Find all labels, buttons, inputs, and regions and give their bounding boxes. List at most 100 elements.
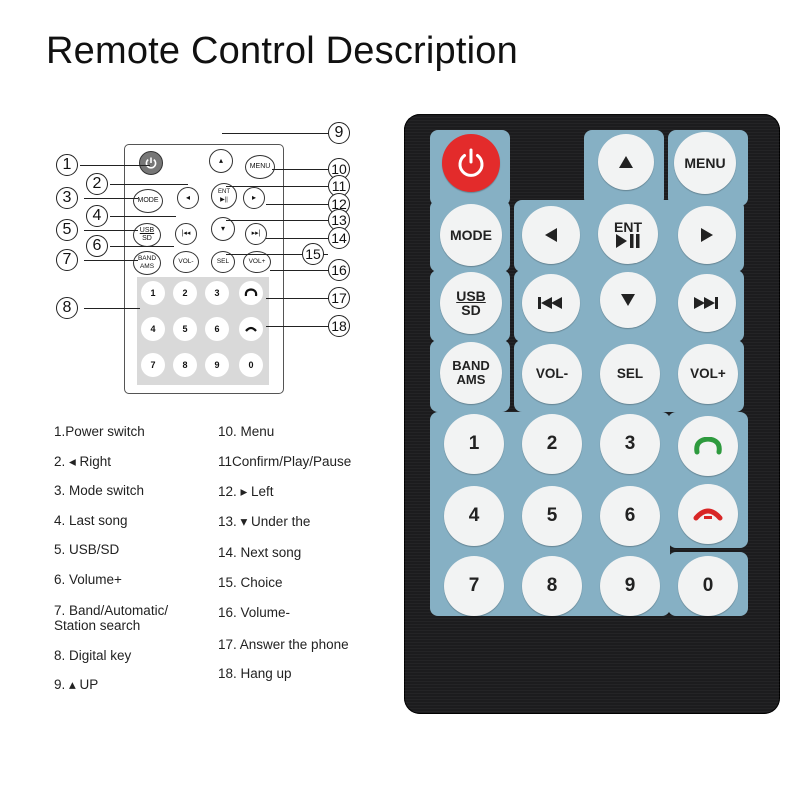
callout-14: 14 xyxy=(328,227,350,249)
menu-button[interactable]: MENU xyxy=(674,132,736,194)
legend-item: 9. ▴ UP xyxy=(54,677,99,692)
legend-item: 3. Mode switch xyxy=(54,483,145,498)
leader-line xyxy=(84,308,140,310)
key-8[interactable]: 8 xyxy=(522,556,582,616)
legend-item: 4. Last song xyxy=(54,513,128,528)
legend-item: Station search xyxy=(54,618,141,633)
answer-phone-icon xyxy=(694,437,722,455)
right-button[interactable] xyxy=(678,206,736,264)
legend-item: 2. ◂ Right xyxy=(54,454,112,469)
callout-18: 18 xyxy=(328,315,350,337)
band-ams-button[interactable]: BAND AMS xyxy=(440,342,502,404)
diagram-key-3: 3 xyxy=(205,281,229,305)
sel-button[interactable]: SEL xyxy=(600,344,660,404)
callout-3: 3 xyxy=(56,187,78,209)
callout-8: 8 xyxy=(56,297,78,319)
callout-1: 1 xyxy=(56,154,78,176)
callout-7: 7 xyxy=(56,249,78,271)
diagram-ent-label: ENT xyxy=(218,189,230,195)
next-track-button[interactable] xyxy=(678,274,736,332)
callout-9: 9 xyxy=(328,122,350,144)
play-pause-icon xyxy=(616,234,640,248)
diagram-key-4: 4 xyxy=(141,317,165,341)
key-5[interactable]: 5 xyxy=(522,486,582,546)
answer-phone-button[interactable] xyxy=(678,416,738,476)
power-button[interactable] xyxy=(442,134,500,192)
diagram-up-button: ▴ xyxy=(209,149,233,173)
legend-item: 6. Volume+ xyxy=(54,572,122,587)
callout-5: 5 xyxy=(56,219,78,241)
vol-plus-button[interactable]: VOL+ xyxy=(678,344,738,404)
callout-17: 17 xyxy=(328,287,350,309)
leader-line xyxy=(266,326,330,328)
legend-item: 8. Digital key xyxy=(54,648,132,663)
legend-item: 5. USB/SD xyxy=(54,542,120,557)
key-7[interactable]: 7 xyxy=(444,556,504,616)
diagram-usb-label: USB xyxy=(139,227,155,234)
diagram-power-button xyxy=(139,151,163,175)
hang-up-icon xyxy=(245,326,257,332)
answer-phone-icon xyxy=(244,288,258,297)
legend-item: 15. Choice xyxy=(218,575,283,590)
legend-item: 17. Answer the phone xyxy=(218,637,349,652)
left-button[interactable] xyxy=(522,206,580,264)
key-2[interactable]: 2 xyxy=(522,414,582,474)
hang-up-button[interactable] xyxy=(678,484,738,544)
usb-sd-button[interactable]: USB SD xyxy=(440,272,502,334)
key-3[interactable]: 3 xyxy=(600,414,660,474)
leader-line xyxy=(80,165,150,167)
leader-line xyxy=(84,230,138,232)
diagram-vol-plus-button: VOL+ xyxy=(243,251,271,273)
key-6[interactable]: 6 xyxy=(600,486,660,546)
diagram-answer-key xyxy=(239,281,263,305)
legend-item: 12. ▸ Left xyxy=(218,484,274,499)
key-1[interactable]: 1 xyxy=(444,414,504,474)
left-arrow-icon xyxy=(545,228,557,242)
legend-item: 16. Volume- xyxy=(218,605,291,620)
legend-item: 14. Next song xyxy=(218,545,302,560)
ent-label: ENT xyxy=(614,219,642,235)
leader-line xyxy=(266,238,328,240)
sd-label: SD xyxy=(461,302,481,318)
vol-minus-button[interactable]: VOL- xyxy=(522,344,582,404)
leader-line xyxy=(266,204,328,206)
down-arrow-icon xyxy=(621,294,635,306)
leader-line xyxy=(110,184,188,186)
diagram-next-button: ▸▸| xyxy=(245,223,267,245)
leader-line xyxy=(270,270,332,272)
callout-6: 6 xyxy=(86,235,108,257)
diagram-key-5: 5 xyxy=(173,317,197,341)
page-title: Remote Control Description xyxy=(46,30,518,72)
key-4[interactable]: 4 xyxy=(444,486,504,546)
up-button[interactable] xyxy=(598,134,654,190)
callout-13: 13 xyxy=(328,209,350,231)
diagram-sd-label: SD xyxy=(142,235,152,242)
ams-label: AMS xyxy=(456,372,486,387)
mode-button[interactable]: MODE xyxy=(440,204,502,266)
right-arrow-icon xyxy=(701,228,713,242)
diagram-hangup-key xyxy=(239,317,263,341)
leader-line xyxy=(266,298,330,300)
callout-16: 16 xyxy=(328,259,350,281)
usb-label: USB xyxy=(456,288,486,304)
key-0[interactable]: 0 xyxy=(678,556,738,616)
legend-item: 7. Band/Automatic/ xyxy=(54,603,169,618)
diagram-left-button: ◂ xyxy=(177,187,199,209)
diagram-vol-minus-button: VOL- xyxy=(173,251,199,273)
diagram-band-label: BAND xyxy=(137,255,157,262)
leader-line xyxy=(272,169,328,171)
diagram-key-2: 2 xyxy=(173,281,197,305)
diagram-key-6: 6 xyxy=(205,317,229,341)
diagram-key-0: 0 xyxy=(239,353,263,377)
ent-play-pause-button[interactable]: ENT xyxy=(598,204,658,264)
leader-line xyxy=(222,133,330,135)
diagram-mode-button: MODE xyxy=(133,189,163,213)
down-button[interactable] xyxy=(600,272,656,328)
leader-line xyxy=(110,216,176,218)
key-9[interactable]: 9 xyxy=(600,556,660,616)
diagram-sel-button: SEL xyxy=(211,251,235,273)
previous-track-button[interactable] xyxy=(522,274,580,332)
